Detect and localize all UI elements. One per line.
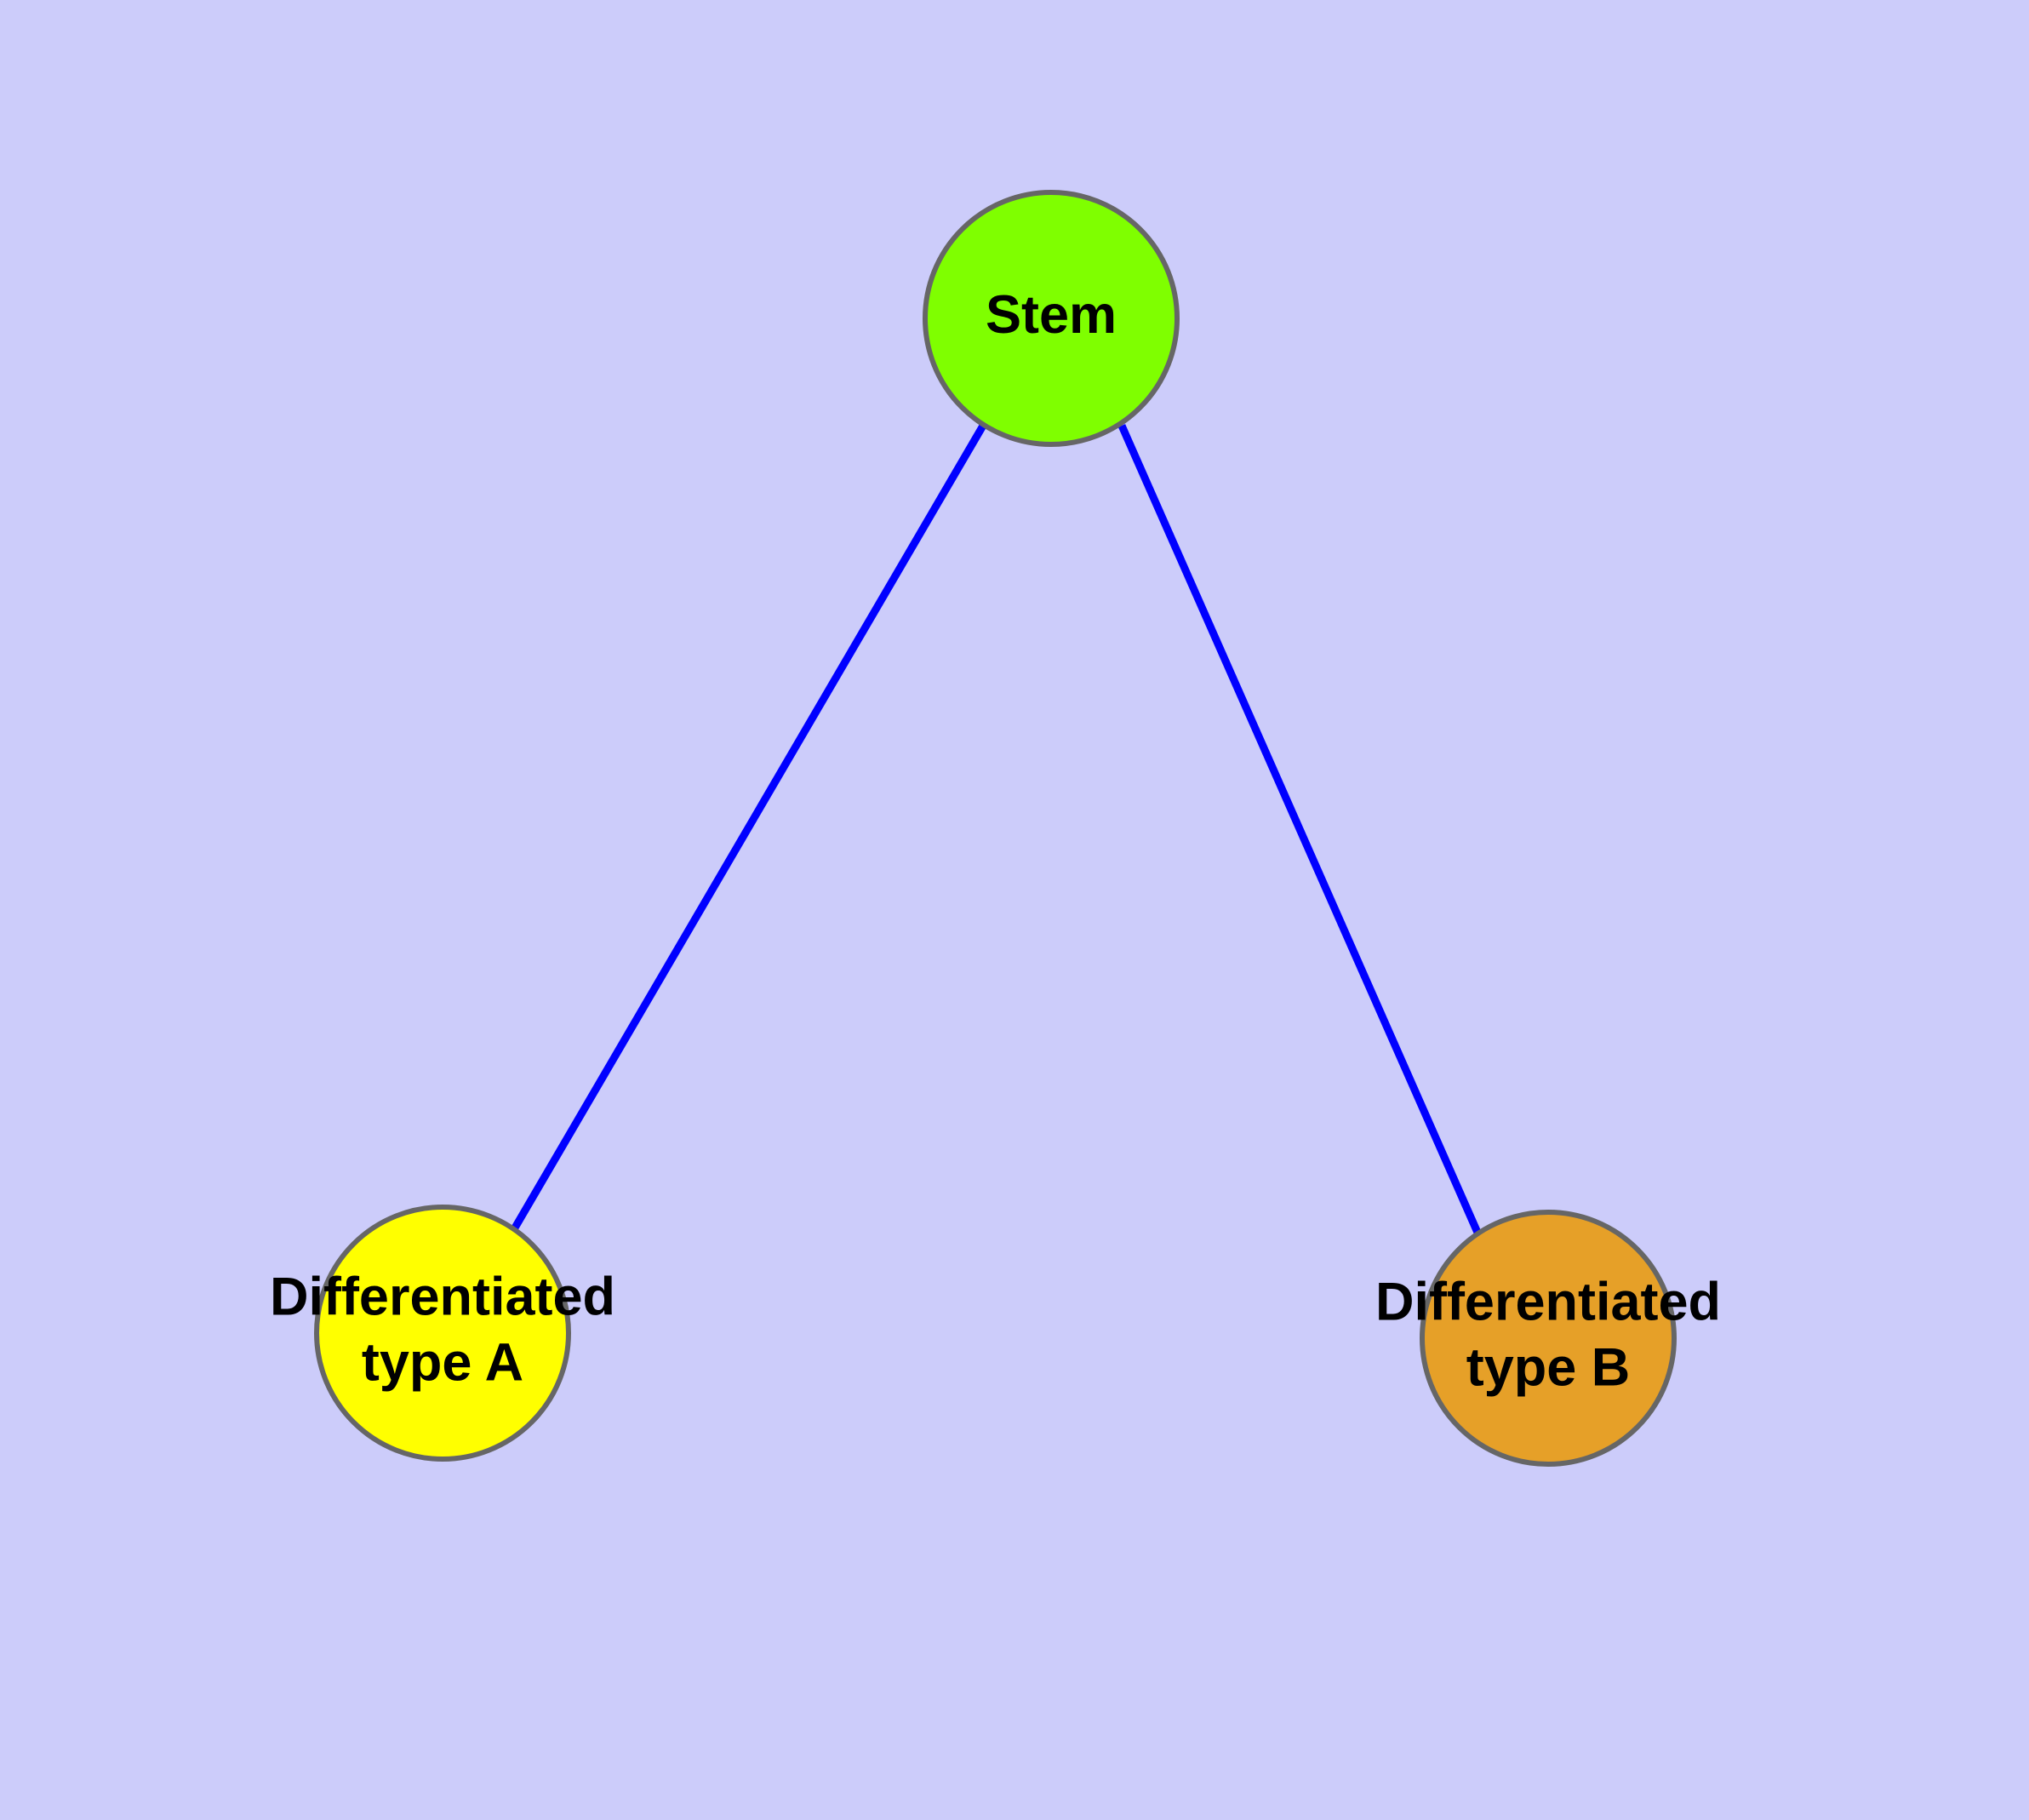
node-layer bbox=[314, 190, 1677, 1467]
node-diff-a-circle[interactable] bbox=[314, 1205, 571, 1462]
node-stem-label: Stem bbox=[986, 285, 1117, 345]
label-line: Differentiated bbox=[1375, 1272, 1721, 1331]
label-line: Stem bbox=[986, 285, 1117, 345]
label-line: type A bbox=[362, 1332, 523, 1392]
node-diff-b-label: Differentiated type B bbox=[1375, 1272, 1721, 1397]
edge-layer bbox=[511, 423, 1483, 1236]
label-layer: Stem Differentiated type A Differentiated… bbox=[270, 285, 1721, 1397]
label-line: Differentiated bbox=[270, 1267, 615, 1326]
node-diff-a-label: Differentiated type A bbox=[270, 1267, 615, 1392]
edge-stem-to-diff-a[interactable] bbox=[511, 423, 986, 1232]
edge-stem-to-diff-b[interactable] bbox=[1117, 424, 1483, 1236]
node-diff-b-circle[interactable] bbox=[1420, 1210, 1677, 1467]
node-stem-circle[interactable] bbox=[923, 190, 1180, 447]
label-line: type B bbox=[1466, 1337, 1631, 1397]
